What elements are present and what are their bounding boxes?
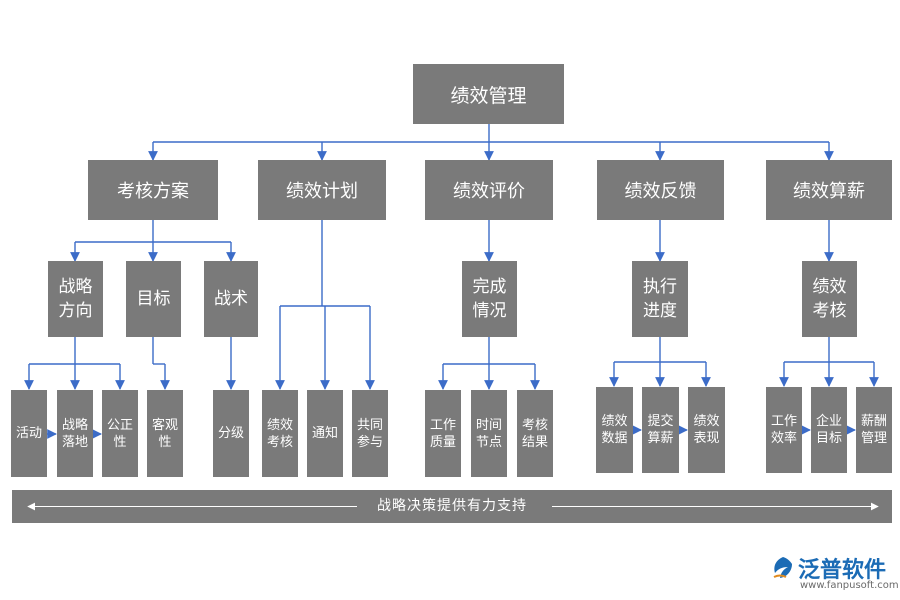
leaf-grading: 分级 [213, 390, 249, 477]
leaf-work-efficiency: 工作效率 [766, 387, 802, 473]
logo-name: 泛普软件 [798, 558, 887, 583]
leaf-activity: 活动 [11, 390, 47, 477]
node-completion: 完成情况 [462, 261, 517, 337]
node-tactics: 战术 [204, 261, 258, 337]
leaf-notice: 通知 [307, 390, 343, 477]
leaf-objectivity: 客观性 [147, 390, 183, 477]
fanpu-logo: 泛普软件 www.fanpusoft.com [770, 552, 899, 597]
node-performance-salary: 绩效算薪 [766, 160, 892, 220]
leaf-fairness: 公正性 [102, 390, 138, 477]
root-node: 绩效管理 [413, 64, 564, 124]
leaf-submit-salary: 提交算薪 [642, 387, 679, 473]
leaf-salary-management: 薪酬管理 [856, 387, 892, 473]
leaf-performance-performance: 绩效表现 [688, 387, 725, 473]
node-performance-evaluation: 绩效评价 [425, 160, 553, 220]
leaf-performance-assessment: 绩效考核 [262, 390, 298, 477]
leaf-strategy-landing: 战略落地 [57, 390, 93, 477]
node-performance-plan: 绩效计划 [258, 160, 386, 220]
node-performance-feedback: 绩效反馈 [597, 160, 724, 220]
node-progress: 执行进度 [632, 261, 688, 337]
double-arrow-icon [27, 502, 879, 511]
leaf-participation: 共同参与 [352, 390, 388, 477]
node-target: 目标 [126, 261, 181, 337]
logo-url: www.fanpusoft.com [800, 580, 899, 591]
banner-text: 战略决策提供有力支持 [377, 498, 527, 514]
node-strategy-direction: 战略方向 [48, 261, 103, 337]
node-assessment: 绩效考核 [802, 261, 857, 337]
support-banner: 战略决策提供有力支持 [12, 490, 892, 523]
node-assessment-plan: 考核方案 [88, 160, 218, 220]
leaf-company-goal: 企业目标 [811, 387, 847, 473]
leaf-assessment-result: 考核结果 [517, 390, 553, 477]
leaf-performance-data: 绩效数据 [596, 387, 633, 473]
leaf-work-quality: 工作质量 [425, 390, 461, 477]
leaf-time-node: 时间节点 [471, 390, 507, 477]
fanpu-logo-icon [773, 557, 792, 578]
